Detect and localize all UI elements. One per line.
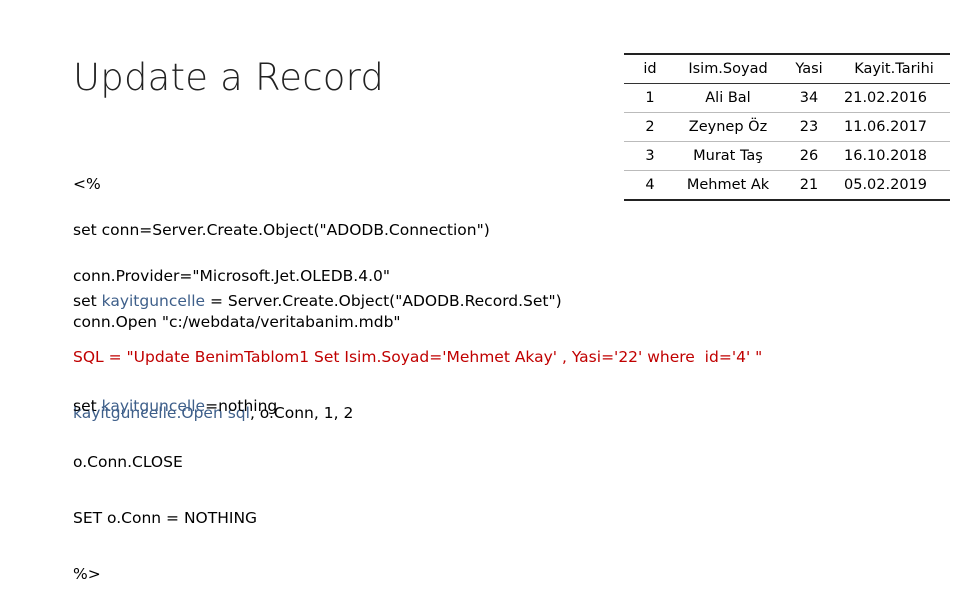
code-line-close: o.Conn.CLOSE: [73, 453, 183, 471]
table-row: 4 Mehmet Ak 21 05.02.2019: [624, 170, 950, 201]
table-cell: 11.06.2017: [838, 112, 950, 142]
code-text: =nothing: [205, 397, 278, 415]
table-cell: 26: [780, 141, 838, 171]
code-line-nothing: set kayitguncelle=nothing: [73, 393, 277, 419]
code-line-recordset: set kayitguncelle = Server.Create.Object…: [73, 288, 762, 314]
table-cell: 2: [624, 112, 676, 142]
code-line: conn.Open "c:/webdata/veritabanim.mdb": [73, 313, 401, 331]
code-line-open: kayitguncelle.Open sql, o.Conn, 1, 2: [73, 400, 762, 426]
table-cell: Murat Taş: [676, 141, 780, 171]
code-identifier: kayitguncelle: [101, 292, 206, 310]
table-header-row: id Isim.Soyad Yasi Kayit.Tarihi: [624, 53, 950, 84]
table-cell: 05.02.2019: [838, 170, 950, 201]
table-row: 1 Ali Bal 34 21.02.2016: [624, 83, 950, 113]
table-row: 3 Murat Taş 26 16.10.2018: [624, 141, 950, 171]
code-block-cleanup: set kayitguncelle=nothing o.Conn.CLOSE S…: [73, 363, 277, 602]
table-row: 2 Zeynep Öz 23 11.06.2017: [624, 112, 950, 142]
table-cell: 3: [624, 141, 676, 171]
code-identifier: kayitguncelle.Open sql: [73, 404, 250, 422]
table-cell: 4: [624, 170, 676, 201]
code-text: = Server.Create.Object("ADODB.Record.Set…: [205, 292, 562, 310]
table-cell: 21.02.2016: [838, 83, 950, 113]
column-header-name: Isim.Soyad: [676, 53, 780, 84]
code-line: <%: [73, 175, 101, 193]
column-header-id: id: [624, 53, 676, 84]
table-cell: Zeynep Öz: [676, 112, 780, 142]
code-block-connection: <% set conn=Server.Create.Object("ADODB.…: [73, 146, 490, 345]
table-cell: 34: [780, 83, 838, 113]
code-line-set-nothing: SET o.Conn = NOTHING: [73, 509, 258, 527]
code-block-update: set kayitguncelle = Server.Create.Object…: [73, 258, 762, 441]
slide-title: Update a Record: [73, 56, 385, 99]
table-cell: 23: [780, 112, 838, 142]
records-table: id Isim.Soyad Yasi Kayit.Tarihi 1 Ali Ba…: [624, 53, 950, 201]
code-keyword: set: [73, 397, 102, 415]
column-header-date: Kayit.Tarihi: [838, 53, 950, 84]
code-line: conn.Provider="Microsoft.Jet.OLEDB.4.0": [73, 267, 390, 285]
code-text: , o.Conn, 1, 2: [249, 404, 354, 422]
table-cell: 16.10.2018: [838, 141, 950, 171]
table-cell: Mehmet Ak: [676, 170, 780, 201]
table-cell: Ali Bal: [676, 83, 780, 113]
code-line-sql: SQL = "Update BenimTablom1 Set Isim.Soya…: [73, 348, 763, 366]
table-cell: 1: [624, 83, 676, 113]
column-header-age: Yasi: [780, 53, 838, 84]
code-keyword: set: [73, 292, 102, 310]
code-line-end-tag: %>: [73, 565, 101, 583]
code-identifier: kayitguncelle: [101, 397, 206, 415]
code-line: set conn=Server.Create.Object("ADODB.Con…: [73, 221, 490, 239]
table-cell: 21: [780, 170, 838, 201]
